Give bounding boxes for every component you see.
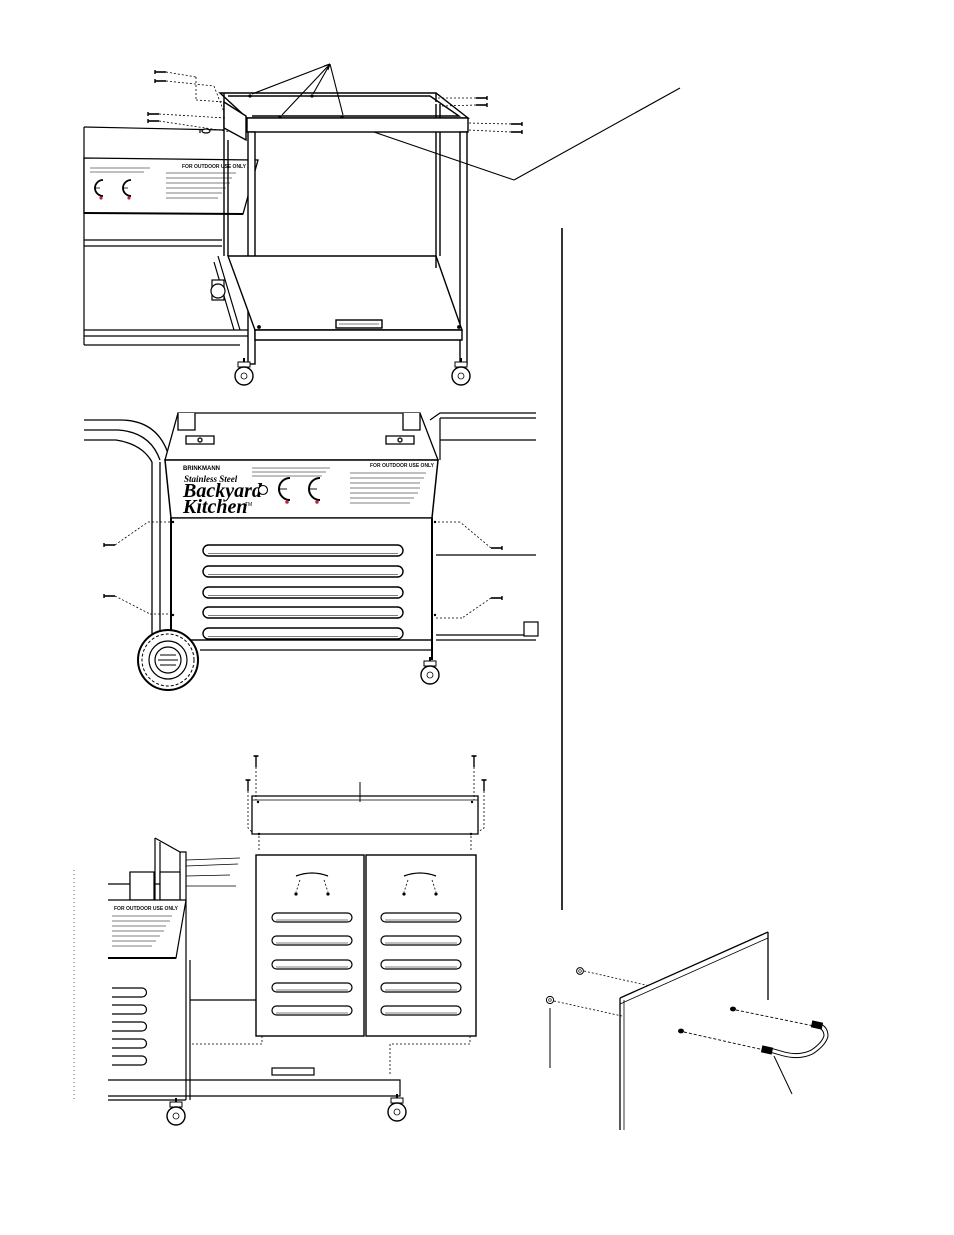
warning-panel-heading: FOR OUTDOOR USE ONLY [182,164,247,170]
vent-slot [203,607,403,618]
vent-slot [272,1006,352,1015]
cart-frame [220,93,468,364]
assembly-guides [190,1036,470,1080]
vent-slot [381,983,461,992]
vent-slot [381,960,461,969]
brand-maker: BRINKMANN [183,466,220,472]
figure-cart-frame: FOR OUTDOOR USE ONLY [84,64,680,385]
front-vent-panel [160,518,436,660]
cart-top [165,413,438,460]
figure-handle-detail [546,932,826,1130]
vent-slot [272,960,352,969]
caster-wheel-icon [388,1094,406,1121]
vent-slot [272,983,352,992]
branding-control-panel: BRINKMANN Stainless Steel Backyard Kitch… [165,460,438,518]
door-right [366,855,476,1036]
vent-slot [203,566,403,577]
caster-wheel-icon [167,1098,185,1125]
door-panel-perspective [620,932,768,1130]
figure-door-assembly: FOR OUTDOOR USE ONLY [74,756,487,1125]
vent-slot [272,936,352,945]
left-control-panel: FOR OUTDOOR USE ONLY [84,158,258,214]
brand-title-2: Kitchen [182,496,247,518]
vent-slot [272,913,352,922]
vent-slot [203,587,403,598]
caster-wheel-icon [421,657,439,684]
hex-nut-icon [546,996,553,1003]
right-adjacent-cart [430,413,538,640]
hex-nut-icon [577,968,584,975]
door-handle-icon [684,1010,826,1056]
vent-slot [381,1006,461,1015]
figure-front-panel: BRINKMANN Stainless Steel Backyard Kitch… [84,413,538,690]
caster-wheel-icon [235,358,253,385]
vent-slot [203,628,403,639]
vent-slot [381,913,461,922]
caster-wheel-icon [452,358,470,385]
vent-slot [203,545,403,556]
warning-panel-heading: FOR OUTDOOR USE ONLY [370,463,435,469]
vent-slot [381,936,461,945]
top-trim-rail [252,782,478,835]
large-wheel-icon [138,630,198,690]
door-left [256,855,364,1036]
warning-panel-heading: FOR OUTDOOR USE ONLY [114,906,179,912]
igniter-button-icon [259,486,268,495]
brand-trademark: TM [245,502,252,508]
left-side-shelf [84,420,170,640]
left-vent-stack [112,988,147,1065]
